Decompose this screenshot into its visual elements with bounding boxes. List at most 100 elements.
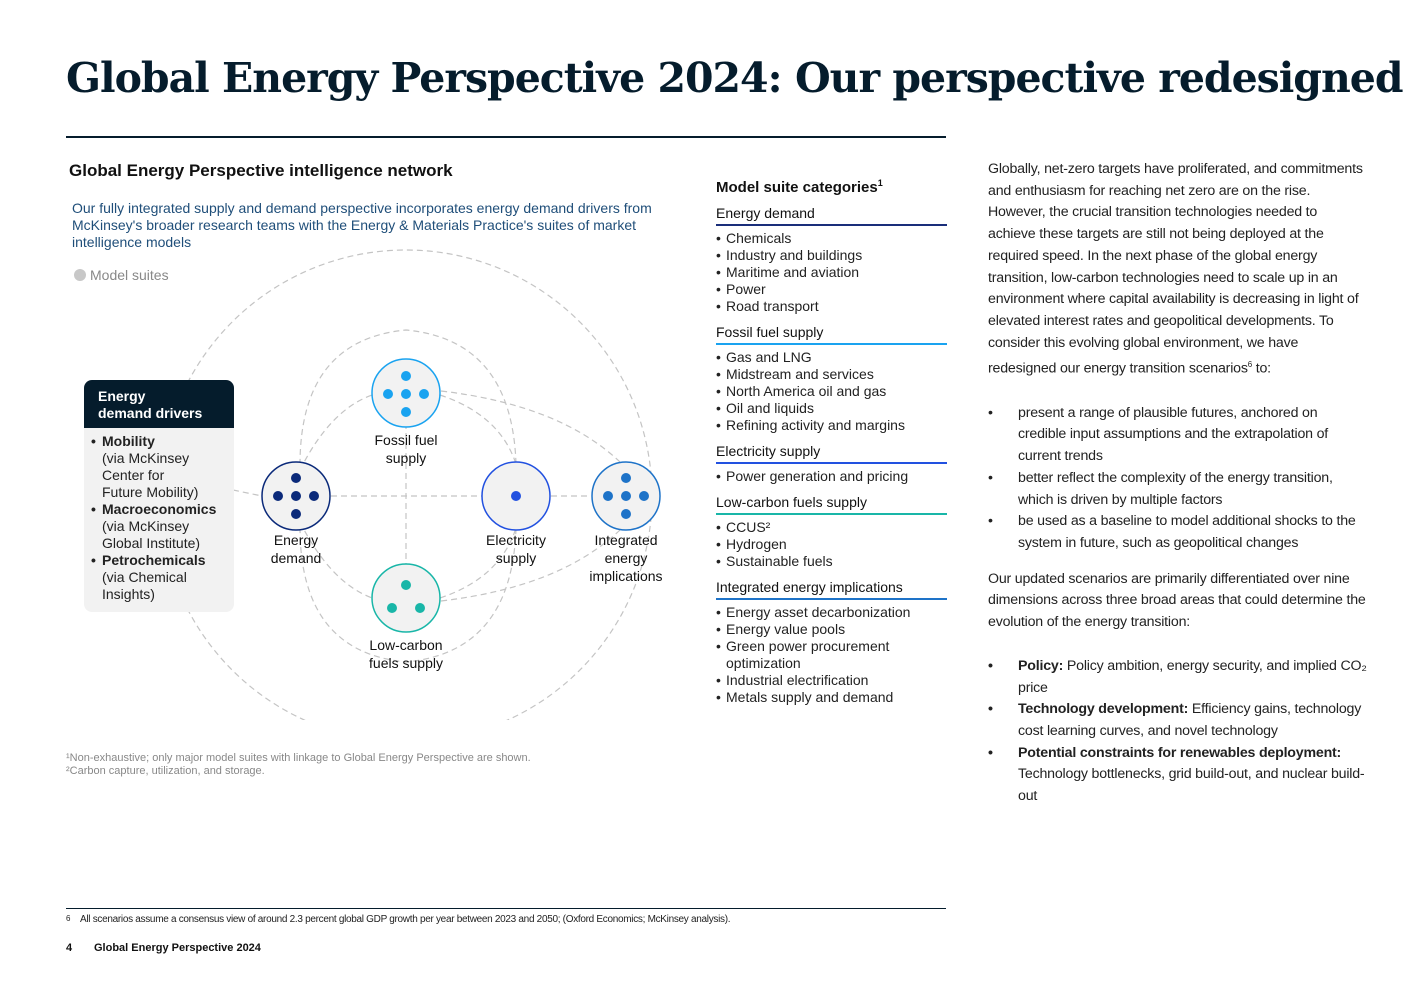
link-lowcarbon-integrated <box>440 529 621 602</box>
driver-name: Mobility <box>102 433 155 449</box>
category-item: Hydrogen <box>716 536 947 553</box>
electricity-node-label: Electricity supply <box>486 532 546 566</box>
category-heading: Integrated energy implications <box>716 579 947 600</box>
category-item: Chemicals <box>716 230 947 247</box>
categories-groups: Energy demandChemicalsIndustry and build… <box>716 205 947 706</box>
energy-demand-dots-icon <box>273 473 319 519</box>
network-title: Global Energy Perspective intelligence n… <box>69 161 453 180</box>
node-electricity <box>481 461 551 531</box>
dimension-item: Policy: Policy ambition, energy security… <box>988 656 1368 699</box>
page-title: Global Energy Perspective 2024: Our pers… <box>66 54 1403 102</box>
network-diagram <box>159 249 661 720</box>
network-subtitle: Our fully integrated supply and demand p… <box>72 200 652 250</box>
category-item: North America oil and gas <box>716 383 947 400</box>
category-group: Electricity supplyPower generation and p… <box>716 443 947 485</box>
dimension-item: Potential constraints for renewables dep… <box>988 743 1368 808</box>
dimension-text: Policy ambition, energy security, and im… <box>1018 657 1367 696</box>
category-item: Energy asset decarbonization <box>716 604 947 621</box>
integrated-dots-icon <box>603 473 649 519</box>
dimension-label: Technology development: <box>1018 701 1189 718</box>
legend: Model suites <box>74 267 169 283</box>
intro-paragraph: Globally, net-zero targets have prolifer… <box>988 161 1363 378</box>
link-energy-fossil <box>299 394 373 471</box>
dimension-label: Policy: <box>1018 657 1064 674</box>
model-suite-categories: Model suite categories1 Energy demandChe… <box>716 178 947 715</box>
category-items: CCUS²HydrogenSustainable fuels <box>716 519 947 570</box>
category-heading: Fossil fuel supply <box>716 324 947 345</box>
category-heading: Electricity supply <box>716 443 947 464</box>
node-fossil <box>371 358 441 428</box>
link-energy-lowcarbon <box>299 521 373 599</box>
legend-dot-icon <box>74 269 86 281</box>
category-item: Sustainable fuels <box>716 553 947 570</box>
footnote-divider <box>66 908 946 909</box>
drivers-box: Energy demand drivers Mobility (via McKi… <box>84 380 234 612</box>
driver-name: Petrochemicals <box>102 552 206 568</box>
category-items: Energy asset decarbonizationEnergy value… <box>716 604 947 706</box>
fossil-dots-icon <box>383 371 429 417</box>
driver-item-macroeconomics: Macroeconomics (via McKinsey Global Inst… <box>90 501 234 552</box>
energy-demand-node-label: Energy demand <box>270 532 322 566</box>
link-drivers-energy <box>232 489 263 497</box>
lowcarbon-dots-icon <box>387 580 425 613</box>
fossil-node-label: Fossil fuel supply <box>374 432 438 466</box>
node-integrated <box>591 461 661 531</box>
title-divider <box>66 136 946 138</box>
category-items: ChemicalsIndustry and buildingsMaritime … <box>716 230 947 315</box>
driver-item-petrochemicals: Petrochemicals (via Chemical Insights) <box>90 552 234 603</box>
link-fossil-integrated <box>440 390 621 463</box>
category-group: Fossil fuel supplyGas and LNGMidstream a… <box>716 324 947 434</box>
driver-source: (via McKinsey Center for Future Mobility… <box>102 450 199 500</box>
node-lowcarbon <box>371 563 441 633</box>
electricity-dot-icon <box>511 491 521 501</box>
dimensions-list: Policy: Policy ambition, energy security… <box>988 656 1368 808</box>
aims-list: present a range of plausible futures, an… <box>988 403 1368 555</box>
category-items: Gas and LNGMidstream and servicesNorth A… <box>716 349 947 434</box>
dimension-text: Efficiency gains, technology cost learni… <box>1018 701 1362 739</box>
lowcarbon-node-label: Low-carbon fuels supply <box>369 637 443 671</box>
category-item: Oil and liquids <box>716 400 947 417</box>
chart-footnotes: ¹Non-exhaustive; only major model suites… <box>66 752 531 778</box>
link-energy-electricity-bottom <box>299 526 517 663</box>
page-number: 4 <box>66 942 73 954</box>
link-fossil-electricity <box>439 394 517 465</box>
category-heading: Energy demand <box>716 205 947 226</box>
category-item: Green power procurement optimization <box>716 638 947 672</box>
category-group: Integrated energy implicationsEnergy ass… <box>716 579 947 706</box>
dimension-label: Potential constraints for renewables dep… <box>1018 744 1342 761</box>
page-footer: 4 Global Energy Perspective 2024 <box>66 942 261 954</box>
driver-item-mobility: Mobility (via McKinsey Center for Future… <box>90 433 234 501</box>
integrated-node-label: Integrated energy implications <box>589 532 663 584</box>
lowcarbon-node-circle <box>371 563 441 633</box>
category-item: Industry and buildings <box>716 247 947 264</box>
category-item: Gas and LNG <box>716 349 947 366</box>
drivers-title: Energy demand drivers <box>84 380 234 428</box>
aim-item: be used as a baseline to model additiona… <box>988 511 1368 554</box>
category-item: Road transport <box>716 298 947 315</box>
footnote-1: ¹Non-exhaustive; only major model suites… <box>66 752 531 764</box>
link-energy-electricity-top <box>299 329 517 466</box>
category-item: Metals supply and demand <box>716 689 947 706</box>
aim-item: present a range of plausible futures, an… <box>988 403 1368 468</box>
report-name: Global Energy Perspective 2024 <box>94 942 261 954</box>
category-item: Energy value pools <box>716 621 947 638</box>
category-item: Refining activity and margins <box>716 417 947 434</box>
categories-title: Model suite categories1 <box>716 178 883 196</box>
drivers-list: Mobility (via McKinsey Center for Future… <box>84 428 234 603</box>
footnote-2: ²Carbon capture, utilization, and storag… <box>66 765 265 777</box>
link-lowcarbon-electricity <box>439 527 517 599</box>
category-item: Industrial electrification <box>716 672 947 689</box>
driver-source: (via McKinsey Global Institute) <box>102 518 201 551</box>
dimension-text: Technology bottlenecks, grid build-out, … <box>1018 766 1365 805</box>
driver-name: Macroeconomics <box>102 501 217 517</box>
category-item: Maritime and aviation <box>716 264 947 281</box>
category-items: Power generation and pricing <box>716 468 947 485</box>
node-energy-demand <box>261 461 331 531</box>
dimension-item: Technology development: Efficiency gains… <box>988 699 1368 742</box>
driver-source: (via Chemical Insights) <box>102 569 187 602</box>
category-item: Power generation and pricing <box>716 468 947 485</box>
dimensions-paragraph: Our updated scenarios are primarily diff… <box>988 570 1366 631</box>
legend-label: Model suites <box>90 267 169 283</box>
category-item: CCUS² <box>716 519 947 536</box>
